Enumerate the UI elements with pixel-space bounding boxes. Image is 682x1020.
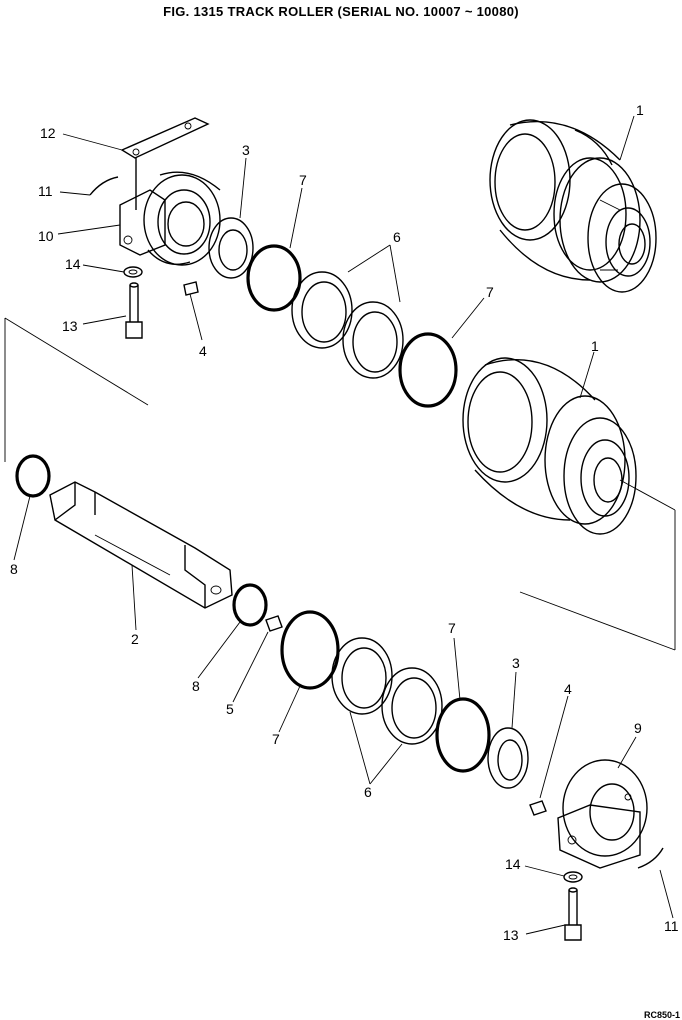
callout-1-upper: 1 bbox=[636, 102, 644, 118]
callout-8-right: 8 bbox=[192, 678, 200, 694]
o-ring-upper-1 bbox=[246, 244, 302, 312]
o-ring-lower-1 bbox=[280, 610, 340, 690]
pin-lower bbox=[529, 800, 547, 816]
callout-9: 9 bbox=[634, 720, 642, 736]
callout-2: 2 bbox=[131, 631, 139, 647]
bolt-lower bbox=[564, 887, 582, 941]
callout-3-lower: 3 bbox=[512, 655, 520, 671]
o-ring-lower-small-left bbox=[15, 454, 51, 498]
bolt-upper bbox=[125, 282, 143, 339]
callout-14-upper: 14 bbox=[65, 256, 81, 272]
callout-13-lower: 13 bbox=[503, 927, 519, 943]
assembly-guide-lines bbox=[4, 317, 676, 651]
roller-shaft bbox=[49, 481, 233, 609]
wire-lower bbox=[637, 847, 664, 869]
callout-6-lower: 6 bbox=[364, 784, 372, 800]
pin-upper bbox=[183, 281, 199, 296]
figure-title: FIG. 1315 TRACK ROLLER (SERIAL NO. 10007… bbox=[163, 4, 519, 19]
callout-4-lower: 4 bbox=[564, 681, 572, 697]
callout-7-d: 7 bbox=[448, 620, 456, 636]
leader-lines bbox=[13, 115, 674, 935]
callout-14-lower: 14 bbox=[505, 856, 521, 872]
o-ring-lower-2 bbox=[435, 697, 491, 773]
bracket-upper bbox=[119, 171, 221, 266]
callout-11-upper: 11 bbox=[38, 183, 53, 199]
o-ring-upper-2 bbox=[398, 332, 458, 408]
figure-code: RC850-1 bbox=[643, 1010, 680, 1020]
plug bbox=[265, 615, 283, 632]
callout-4-upper: 4 bbox=[199, 343, 207, 359]
washer-upper bbox=[123, 266, 143, 278]
callout-numbers: 1 1 2 3 3 4 4 5 6 6 7 7 7 7 8 8 9 10 11 … bbox=[10, 102, 679, 943]
track-roller-lower bbox=[462, 357, 637, 535]
callout-8-left: 8 bbox=[10, 561, 18, 577]
o-ring-lower-small-right bbox=[232, 583, 268, 627]
seal-pair-lower bbox=[331, 637, 443, 745]
callout-10: 10 bbox=[38, 228, 54, 244]
washer-lower bbox=[563, 871, 583, 883]
wire-upper bbox=[89, 176, 119, 196]
callout-12: 12 bbox=[40, 125, 56, 141]
floating-seal-upper bbox=[208, 217, 254, 279]
track-roller-upper bbox=[489, 119, 657, 293]
callout-13-upper: 13 bbox=[62, 318, 78, 334]
callout-11-lower: 11 bbox=[664, 918, 679, 934]
seal-pair-upper bbox=[291, 271, 404, 379]
bracket-lower bbox=[557, 759, 648, 869]
callout-3-upper: 3 bbox=[242, 142, 250, 158]
cover-plate bbox=[120, 117, 210, 210]
floating-seal-lower bbox=[487, 727, 529, 789]
callout-7-a: 7 bbox=[299, 172, 307, 188]
callout-7-b: 7 bbox=[486, 284, 494, 300]
callout-6-upper: 6 bbox=[393, 229, 401, 245]
callout-5: 5 bbox=[226, 701, 234, 717]
callout-1-lower: 1 bbox=[591, 338, 599, 354]
callout-7-c: 7 bbox=[272, 731, 280, 747]
